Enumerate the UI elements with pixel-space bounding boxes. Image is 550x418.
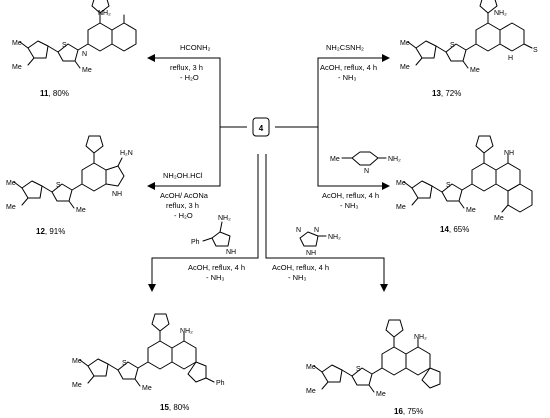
reagent15-nh2: NH₂ bbox=[218, 215, 231, 222]
p14-me4: Me bbox=[494, 215, 504, 222]
product-14-structure bbox=[403, 135, 533, 213]
p16-me1: Me bbox=[306, 364, 316, 371]
r13-reagent: NH₂CSNH₂ bbox=[326, 43, 364, 52]
p11-me1: Me bbox=[12, 40, 22, 47]
p16-caption: 16, 75% bbox=[394, 407, 423, 416]
p15-number: 15 bbox=[160, 403, 169, 412]
p14-me1: Me bbox=[396, 180, 406, 187]
p13-yield: 72% bbox=[445, 89, 461, 98]
r12-condition-2: reflux, 3 h bbox=[166, 201, 199, 210]
arrow-to-12 bbox=[147, 127, 221, 190]
compound-4: 4 bbox=[252, 117, 270, 137]
p15-yield: 80% bbox=[173, 403, 189, 412]
reagent-aminomethylpyridine: Me N NH₂ bbox=[330, 151, 401, 175]
p14-s: S bbox=[446, 182, 451, 189]
p14-imine: NH bbox=[504, 150, 514, 157]
p15-me3: Me bbox=[142, 385, 152, 392]
p15-me1: Me bbox=[72, 358, 82, 365]
p14-caption: 14, 65% bbox=[440, 225, 469, 234]
product-15-structure bbox=[79, 313, 215, 387]
product-12-structure bbox=[13, 135, 125, 209]
r11-condition-2: - H₂O bbox=[180, 73, 199, 82]
p12-nh: NH bbox=[112, 191, 122, 198]
p14-number: 14 bbox=[440, 225, 449, 234]
p14-yield: 65% bbox=[453, 225, 469, 234]
compound-4-label: 4 bbox=[259, 124, 264, 133]
p12-caption: 12, 91% bbox=[36, 227, 65, 236]
r13-condition-2: - NH₃ bbox=[338, 73, 356, 82]
reagent16-n2: N bbox=[314, 227, 319, 234]
p15-nh2: NH₂ bbox=[180, 328, 193, 335]
reagent16-n1: N bbox=[296, 227, 301, 234]
p13-thione: S bbox=[533, 47, 538, 54]
arrow-to-16 bbox=[265, 154, 388, 292]
p12-yield: 91% bbox=[49, 227, 65, 236]
r16-condition-1: AcOH, reflux, 4 h bbox=[272, 263, 329, 272]
p13-caption: 13, 72% bbox=[432, 89, 461, 98]
p16-yield: 75% bbox=[407, 407, 423, 416]
p13-me2: Me bbox=[400, 64, 410, 71]
p15-s: S bbox=[122, 360, 127, 367]
p16-me2: Me bbox=[306, 388, 316, 395]
reagent15-ph: Ph bbox=[191, 239, 200, 246]
reagent16-nh: NH bbox=[306, 250, 316, 257]
reagent16-nh2: NH₂ bbox=[328, 234, 341, 241]
p13-me3: Me bbox=[470, 67, 480, 74]
p11-n: N bbox=[82, 51, 87, 58]
p11-number: 11 bbox=[40, 89, 49, 98]
r13-condition-1: AcOH, reflux, 4 h bbox=[320, 63, 377, 72]
p16-s: S bbox=[356, 366, 361, 373]
r16-condition-2: - NH₃ bbox=[288, 273, 306, 282]
product-16-structure bbox=[313, 319, 441, 393]
p13-me1: Me bbox=[400, 40, 410, 47]
compound-4-box bbox=[252, 117, 270, 137]
r14-condition-1: AcOH, reflux, 4 h bbox=[322, 191, 379, 200]
p13-number: 13 bbox=[432, 89, 441, 98]
arrow-to-15 bbox=[148, 154, 259, 292]
product-13-structure bbox=[407, 0, 533, 69]
p16-me3: Me bbox=[376, 391, 386, 398]
p16-number: 16 bbox=[394, 407, 403, 416]
p16-nh2: NH₂ bbox=[414, 334, 427, 341]
r15-condition-2: - NH₃ bbox=[206, 273, 224, 282]
p12-s: S bbox=[56, 182, 61, 189]
p11-caption: 11, 80% bbox=[40, 89, 69, 98]
r14-condition-2: - NH₃ bbox=[340, 201, 358, 210]
p12-me1: Me bbox=[6, 180, 16, 187]
p12-me3: Me bbox=[76, 207, 86, 214]
p12-me2: Me bbox=[6, 204, 16, 211]
reagent14-nh2: NH₂ bbox=[388, 156, 401, 163]
r12-reagent: NH₂OH.HCl bbox=[163, 171, 203, 180]
p15-caption: 15, 80% bbox=[160, 403, 189, 412]
p15-me2: Me bbox=[72, 382, 82, 389]
reagent14-me: Me bbox=[330, 156, 340, 163]
reagent-aminotriazole: N N NH₂ NH bbox=[296, 227, 341, 257]
r12-condition-1: AcOH/ AcONa bbox=[160, 191, 209, 200]
p11-yield: 80% bbox=[53, 89, 69, 98]
p11-me2: Me bbox=[12, 64, 22, 71]
p11-nh2: NH₂ bbox=[98, 10, 111, 17]
r11-reagent: HCONH₂ bbox=[180, 43, 210, 52]
arrow-to-14 bbox=[317, 127, 390, 190]
r15-condition-1: AcOH, reflux, 4 h bbox=[188, 263, 245, 272]
reagent14-n: N bbox=[364, 168, 369, 175]
p12-number: 12 bbox=[36, 227, 45, 236]
r12-condition-3: - H₂O bbox=[174, 211, 193, 220]
p12-nh2: H₂N bbox=[120, 150, 133, 157]
p13-s: S bbox=[450, 42, 455, 49]
reagent-aminophenylpyrazole: NH₂ Ph NH bbox=[191, 215, 236, 256]
p11-me3: Me bbox=[82, 67, 92, 74]
p15-ph: Ph bbox=[216, 380, 225, 387]
arrow-to-13 bbox=[275, 54, 390, 128]
product-11-structure bbox=[19, 0, 137, 69]
r11-condition-1: reflux, 3 h bbox=[170, 63, 203, 72]
reagent15-nh: NH bbox=[226, 249, 236, 256]
p14-me2: Me bbox=[396, 204, 406, 211]
p11-s: S bbox=[62, 42, 67, 49]
p13-h: H bbox=[508, 55, 513, 62]
p14-me3: Me bbox=[466, 207, 476, 214]
p13-nh2: NH₂ bbox=[494, 10, 507, 17]
arrow-to-11 bbox=[147, 54, 247, 128]
